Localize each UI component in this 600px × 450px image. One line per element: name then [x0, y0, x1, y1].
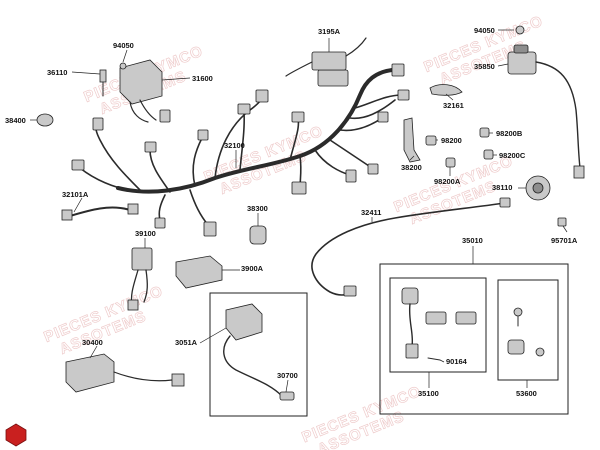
ignition-coil-box: [209, 292, 308, 417]
cable-32411: [311, 197, 511, 297]
label-53600: 53600: [516, 389, 537, 398]
label-35850: 35850: [474, 62, 495, 71]
label-98200b: 98200B: [496, 129, 523, 138]
horn-38110: [525, 175, 551, 201]
label-32101a: 32101A: [62, 190, 89, 199]
label-32411: 32411: [361, 208, 381, 217]
bolt-95701a: [557, 217, 567, 227]
label-94050-right: 94050: [474, 26, 495, 35]
label-3195a: 3195A: [318, 27, 341, 36]
starter-relay-35850: [507, 25, 585, 179]
label-38300: 38300: [247, 204, 268, 213]
label-35100: 35100: [418, 389, 439, 398]
label-38400: 38400: [5, 116, 26, 125]
grommet-98200: [425, 127, 494, 168]
label-3900a: 3900A: [241, 264, 264, 273]
label-95701a: 95701A: [551, 236, 578, 245]
label-39100: 39100: [135, 229, 156, 238]
part-38400: [36, 113, 54, 127]
label-30700: 30700: [277, 371, 298, 380]
label-3051a: 3051A: [175, 338, 198, 347]
part-38300: [249, 225, 267, 245]
regulator-3900a: [175, 255, 223, 289]
label-32161: 32161: [443, 101, 464, 110]
leader-lines: [30, 29, 568, 393]
logo: [5, 423, 27, 447]
bracket-38200: [403, 117, 421, 163]
label-90164: 90164: [446, 357, 468, 366]
label-94050-left: 94050: [113, 41, 134, 50]
sensor-36110: [99, 62, 127, 97]
label-35010: 35010: [462, 236, 483, 245]
label-30400: 30400: [82, 338, 103, 347]
watermark-group: PIECES KYMCO ASSOTEMS PIECES KYMCO ASSOT…: [41, 12, 546, 450]
relay-3195a: [285, 37, 367, 77]
clip-32161: [429, 84, 463, 96]
label-38110: 38110: [492, 183, 512, 192]
switch-set-box-35010: [379, 263, 569, 415]
label-36110: 36110: [47, 68, 67, 77]
label-32100: 32100: [224, 141, 245, 150]
label-98200: 98200: [441, 136, 462, 145]
part-30400: [65, 353, 185, 393]
label-98200a: 98200A: [434, 177, 461, 186]
label-31600: 31600: [192, 74, 213, 83]
wiring-harness-32100: [71, 63, 410, 237]
part-39100: [127, 247, 153, 311]
part-labels: 94050 36110 31600 38400 3195A 94050 3585…: [5, 26, 578, 398]
label-38200: 38200: [401, 163, 422, 172]
label-98200c: 98200C: [499, 151, 526, 160]
sub-harness-32101a: [61, 203, 139, 221]
cdi-unit-31600: [119, 59, 163, 123]
